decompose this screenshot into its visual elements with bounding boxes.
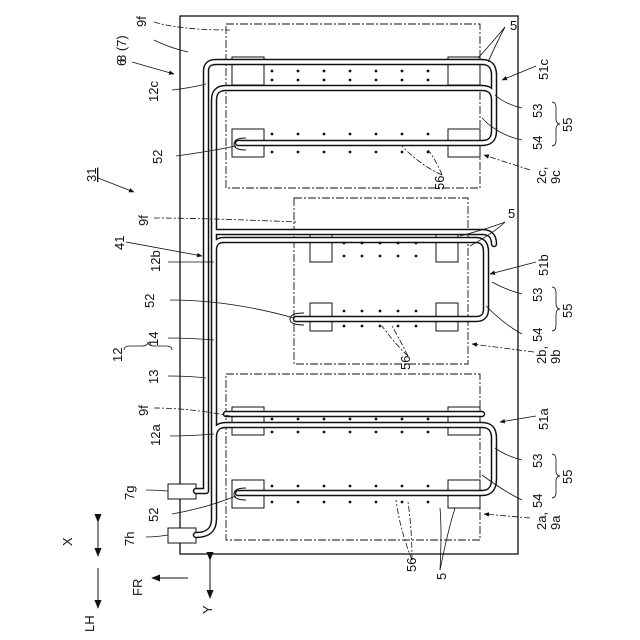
label-9f-top: 9f [134,16,149,27]
label-52-top: 52 [150,150,165,164]
label-13: 13 [146,370,161,384]
module-2a-outline [226,374,480,540]
label-53-bot: 53 [530,454,545,468]
label-31: 31 [84,168,99,182]
label-54-top: 54 [530,136,545,150]
label-lh: LH [82,615,97,632]
label-51a: 51a [536,408,551,430]
terminal-7g [168,484,196,499]
label-51b: 51b [536,254,551,276]
label-53-top: 53 [530,104,545,118]
label-6: 6 [114,59,129,66]
label-8-7: 8 (7) [114,35,129,62]
label-12: 12 [110,348,125,362]
label-55-top: 55 [560,118,575,132]
terminals [168,484,196,543]
label-y: Y [200,605,215,614]
connectors [232,57,480,508]
dots-b-top [343,242,418,258]
label-14: 14 [146,332,161,346]
label-5-top: 5 [510,18,517,33]
label-12b: 12b [148,250,163,272]
label-52-bot: 52 [146,508,161,522]
label-56-bot: 56 [404,558,419,572]
module-2c-outline [226,24,480,188]
label-54-mid: 54 [530,328,545,342]
label-2a-9a: 2a,9a [534,512,563,530]
label-5-mid: 5 [508,206,515,221]
label-9f-bot: 9f [136,405,151,416]
label-2c-9c: 2c,9c [534,167,563,184]
label-12c: 12c [146,81,161,102]
label-55-bot: 55 [560,470,575,484]
board-outline [180,16,518,554]
label-fr: FR [130,579,145,596]
label-2b-9b: 2b,9b [534,346,563,364]
label-52-mid: 52 [142,294,157,308]
label-7h: 7h [122,532,137,546]
terminal-7h [168,528,196,543]
label-12a: 12a [148,424,163,446]
label-56-mid: 56 [398,356,413,370]
module-2b-outline [294,198,468,364]
label-51c: 51c [536,59,551,80]
label-54-bot: 54 [530,494,545,508]
label-53-mid: 53 [530,288,545,302]
label-7g: 7g [122,486,137,500]
label-56-top: 56 [432,176,447,190]
label-5-bot: 5 [434,573,449,580]
module-outlines [226,24,480,540]
label-41: 41 [112,236,127,250]
dots-c-top [271,70,430,82]
label-9f-mid: 9f [136,215,151,226]
label-55-mid: 55 [560,304,575,318]
label-x: X [60,537,75,546]
